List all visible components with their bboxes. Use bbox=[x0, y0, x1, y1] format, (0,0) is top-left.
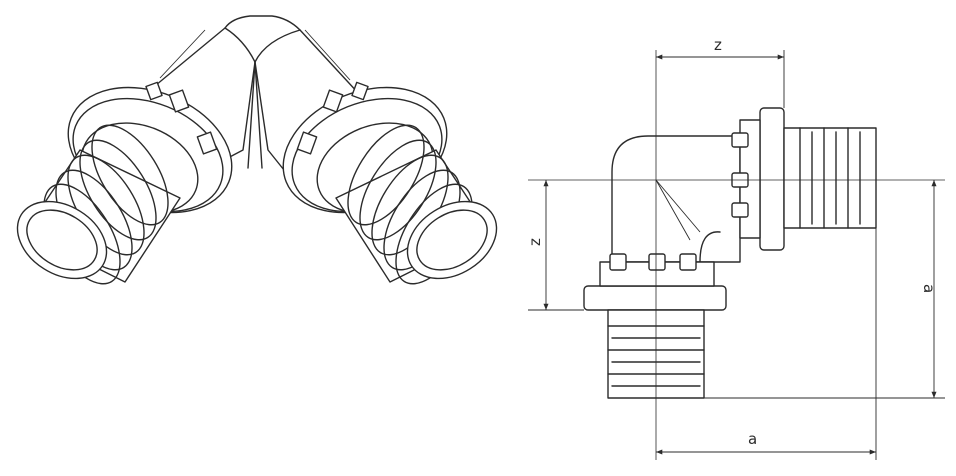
ortho-bottom-flange bbox=[583, 285, 727, 311]
dimension-label-right-a: a bbox=[920, 284, 938, 293]
dimension-label-bottom-a: a bbox=[748, 430, 757, 448]
orthographic-view: z z a a bbox=[526, 36, 945, 460]
ortho-elbow-body bbox=[611, 135, 741, 263]
dimension-label-left-z: z bbox=[526, 238, 544, 246]
left-stem bbox=[16, 124, 181, 285]
dimension-label-top-z: z bbox=[714, 36, 722, 54]
isometric-view bbox=[16, 15, 498, 285]
ortho-right-flange bbox=[759, 107, 785, 251]
right-stem bbox=[335, 124, 498, 285]
ortho-right-stem bbox=[783, 127, 877, 229]
